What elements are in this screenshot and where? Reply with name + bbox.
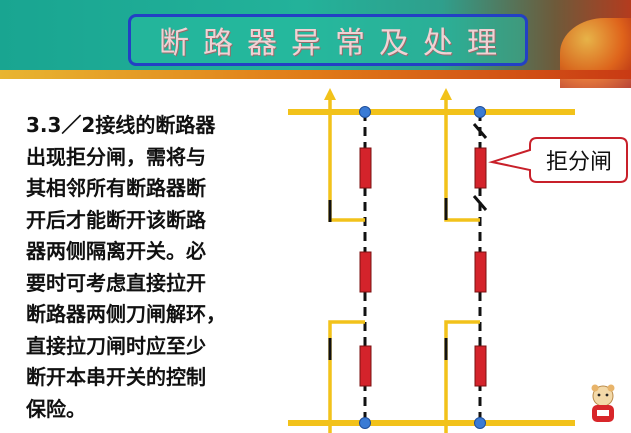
page-title: 断路器异常及处理 [159,26,511,61]
mascot-icon [591,384,615,422]
breaker-2-bottom [474,345,487,387]
callout-label: 拒分闸 [545,150,612,175]
callout-bubble [488,137,628,183]
header-stripe [0,70,631,79]
text-line: 3.3／2接线的断路器 [26,113,216,137]
text-line: 器两侧隔离开关。必 [26,239,206,263]
text-line: 开后才能断开该断路 [26,207,206,232]
string-2-lower-branch [444,320,480,433]
bus-node [359,106,371,118]
text-line: 出现拒分闸，需将与 [26,144,206,169]
text-line: 要时可考虑直接拉开 [26,270,206,295]
breaker-2-middle [474,251,487,293]
breaker-1-middle [359,251,372,293]
one-and-half-breaker-diagram [288,88,628,433]
text-line: 直接拉刀闸时应至少 [26,333,206,358]
text-line: 断路器两侧刀闸解环， [26,302,226,326]
bus-node [474,106,486,118]
string-1-lower-branch [328,320,365,433]
text-line: 其相邻所有断路器断 [26,176,206,200]
fault-mark [472,195,488,211]
bus-node [359,417,371,429]
breaker-1-bottom [359,345,372,387]
breaker-2-top [474,147,487,189]
title-box: 断路器异常及处理 [128,14,528,66]
arrow-up-icon [440,88,452,100]
bus-node [474,417,486,429]
text-line: 断开本串开关的控制 [26,365,206,389]
arrow-up-icon [324,88,336,100]
text-line: 保险。 [26,396,86,421]
fault-mark [472,123,488,139]
body-text: 3.3／2接线的断路器 出现拒分闸，需将与 其相邻所有断路器断 开后才能断开该断… [26,110,286,425]
breaker-1-top [359,147,372,189]
